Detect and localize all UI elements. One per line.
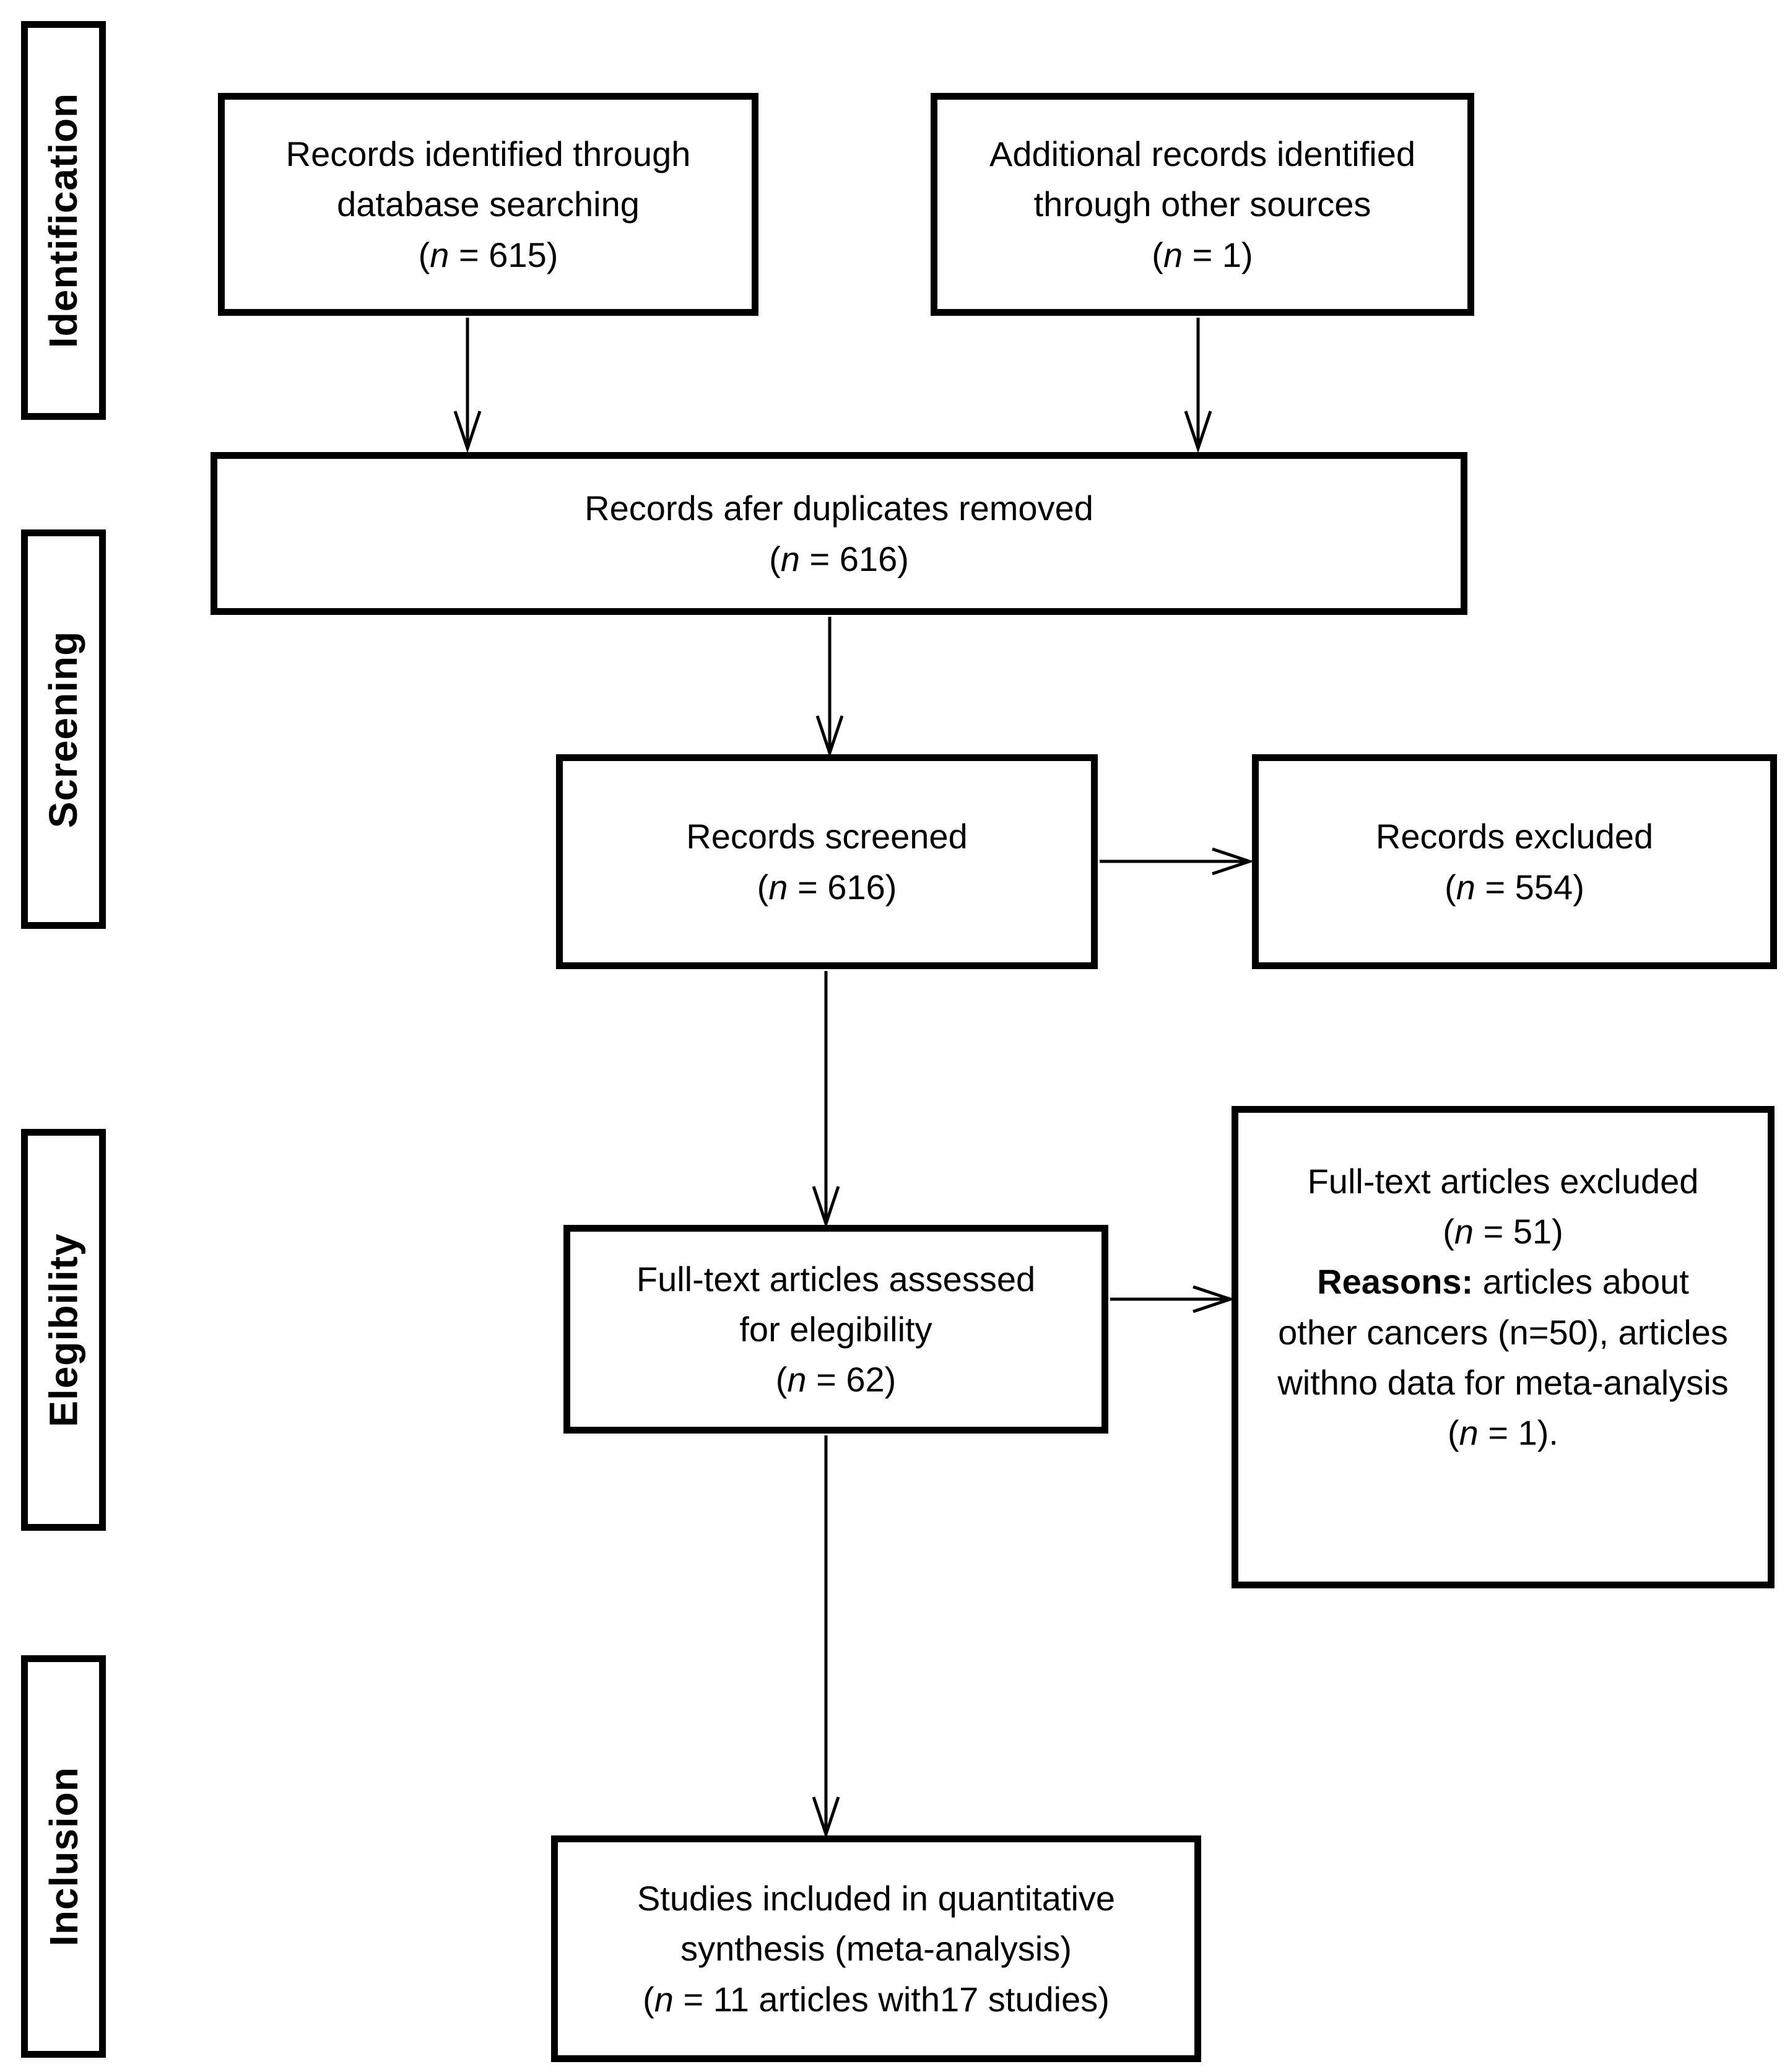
text-line: Full-text articles excluded [1307,1161,1699,1201]
box-records-identified: Records identified through database searc… [218,93,758,316]
text-line: Records screened [686,817,968,856]
box-fulltext-excluded: Full-text articles excluded (n = 51) Reaso… [1232,1106,1775,1588]
stage-label-screening-text: Screening [41,630,86,828]
text-line: Full-text articles assessed [636,1259,1036,1299]
text-line: (n = 616) [769,539,909,578]
text-line: database searching [337,185,640,224]
arrow-screened-to-fulltext [812,971,840,1229]
box-records-excluded: Records excluded (n = 554) [1252,754,1777,969]
box-studies-included: Studies included in quantitative synthesi… [551,1835,1201,2062]
text-line: (n = 1). [1448,1413,1558,1452]
stage-label-elegibility: Elegibility [21,1129,106,1531]
text-line: (n = 11 articles with17 studies) [643,1979,1110,2019]
text-line: Records excluded [1375,817,1654,856]
text-line: (n = 1) [1152,235,1253,274]
box-additional-records: Additional records identified through oth… [931,93,1474,316]
text-line: Reasons: articles about [1317,1262,1689,1302]
stage-label-identification: Identification [21,21,106,420]
arrow-screened-to-excluded [1100,847,1254,876]
text-line: for elegibility [739,1309,932,1349]
stage-label-inclusion-text: Inclusion [41,1767,86,1946]
text-line: (n = 554) [1445,867,1584,907]
text-line: Records identified through [285,134,691,174]
text-line: (n = 616) [757,867,897,907]
arrow-fulltext-to-fulltext-excluded [1110,1285,1235,1313]
box-records-screened: Records screened (n = 616) [556,754,1098,969]
box-duplicates-removed: Records afer duplicates removed (n = 616) [211,452,1467,615]
arrow-fulltext-to-included [812,1435,840,1839]
arrow-additional-to-deduplicated [1184,318,1212,453]
text-line: (n = 62) [775,1360,897,1399]
text-line: synthesis (meta-analysis) [680,1929,1072,1969]
arrow-identified-to-deduplicated [453,318,482,453]
stage-label-screening: Screening [21,529,106,929]
stage-label-elegibility-text: Elegibility [41,1232,86,1427]
text-line: through other sources [1033,185,1371,224]
text-line: Records afer duplicates removed [584,489,1093,528]
text-line: (n = 615) [418,235,558,274]
stage-label-identification-text: Identification [41,92,86,349]
text-line: (n = 51) [1443,1212,1563,1251]
stage-label-inclusion: Inclusion [21,1655,106,2058]
text-line: Studies included in quantitative [636,1879,1116,1918]
arrow-deduplicated-to-screened [815,617,844,758]
text-line: other cancers (n=50), articles [1278,1312,1728,1352]
box-fulltext-assessed: Full-text articles assessed for elegibili… [563,1225,1108,1434]
text-line: withno data for meta-analysis [1277,1362,1729,1402]
text-line: Additional records identified [989,134,1415,174]
